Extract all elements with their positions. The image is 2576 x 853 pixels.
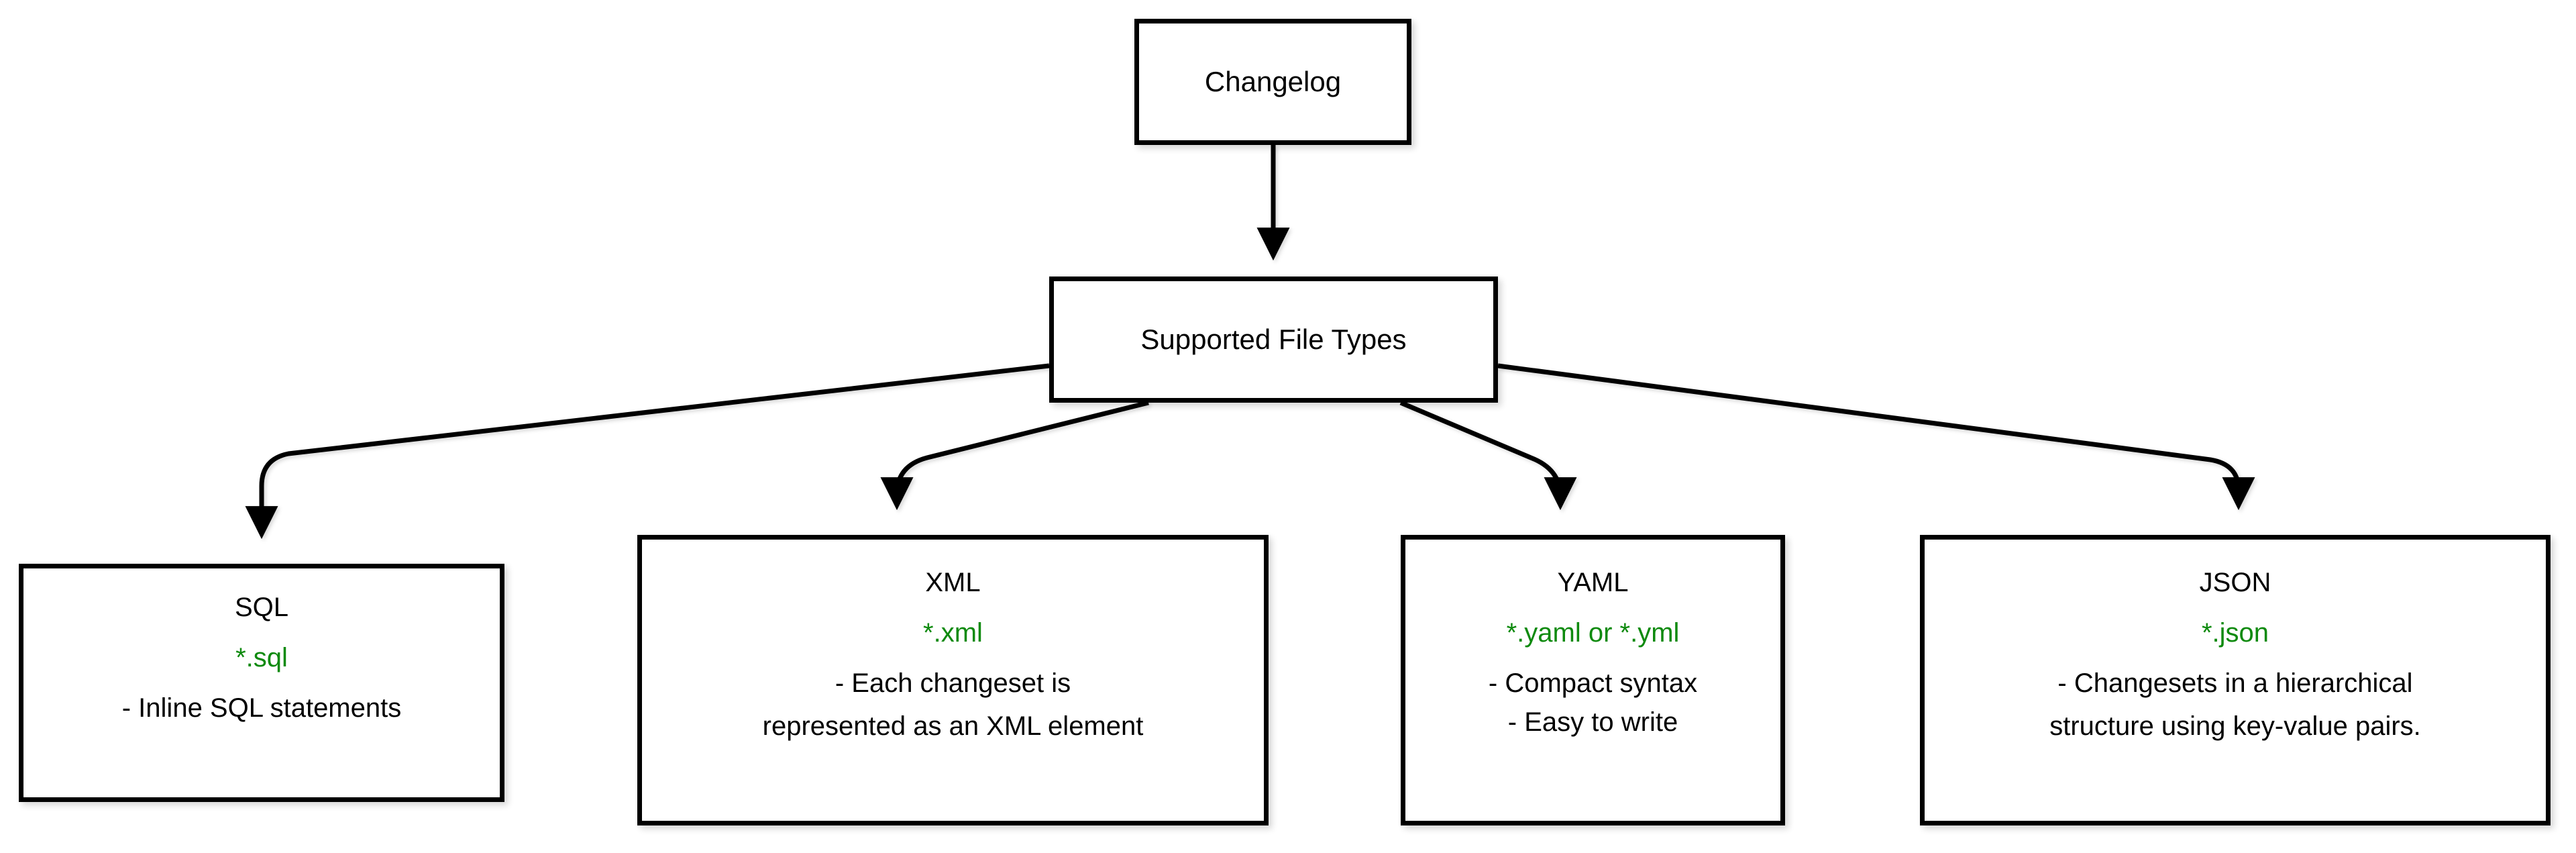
node-xml-description-line: - Each changeset is <box>835 668 1071 698</box>
edge-supported-to-json <box>1497 363 2255 511</box>
node-json-description-line: - Changesets in a hierarchical <box>2057 668 2413 698</box>
node-json-description: - Changesets in a hierarchical structure… <box>2049 667 2421 744</box>
edge-supported-to-sql <box>245 363 1050 540</box>
node-changelog[interactable]: Changelog <box>1134 19 1411 145</box>
node-yaml-description-line: - Compact syntax <box>1488 668 1698 698</box>
node-xml[interactable]: XML *.xml - Each changeset is represente… <box>637 535 1269 825</box>
node-sql[interactable]: SQL *.sql - Inline SQL statements <box>19 564 504 802</box>
node-xml-description: - Each changeset is represented as an XM… <box>763 667 1144 744</box>
node-changelog-label: Changelog <box>1204 66 1342 98</box>
node-sql-description-line: - Inline SQL statements <box>121 693 402 723</box>
node-yaml[interactable]: YAML *.yaml or *.yml - Compact syntax - … <box>1401 535 1785 825</box>
node-yaml-description-line: - Easy to write <box>1507 707 1678 738</box>
node-xml-description-line: represented as an XML element <box>762 711 1144 742</box>
node-sql-extension: *.sql <box>235 642 288 672</box>
node-json-description-line: structure using key-value pairs. <box>2049 711 2421 742</box>
node-sql-title: SQL <box>234 593 289 622</box>
node-json-extension: *.json <box>2201 617 2269 648</box>
node-yaml-description: - Compact syntax - Easy to write <box>1489 667 1697 740</box>
node-json-title: JSON <box>2199 568 2271 597</box>
node-xml-extension: *.xml <box>923 617 983 648</box>
node-yaml-title: YAML <box>1557 568 1629 597</box>
node-yaml-extension: *.yaml or *.yml <box>1506 617 1680 648</box>
node-supported-file-types-label: Supported File Types <box>1140 323 1407 356</box>
node-supported-file-types[interactable]: Supported File Types <box>1049 277 1498 403</box>
edge-supported-to-yaml <box>1399 400 1577 511</box>
edge-supported-to-xml <box>880 400 1149 511</box>
node-sql-description: - Inline SQL statements <box>122 692 401 725</box>
node-xml-title: XML <box>925 568 981 597</box>
node-json[interactable]: JSON *.json - Changesets in a hierarchic… <box>1920 535 2551 825</box>
